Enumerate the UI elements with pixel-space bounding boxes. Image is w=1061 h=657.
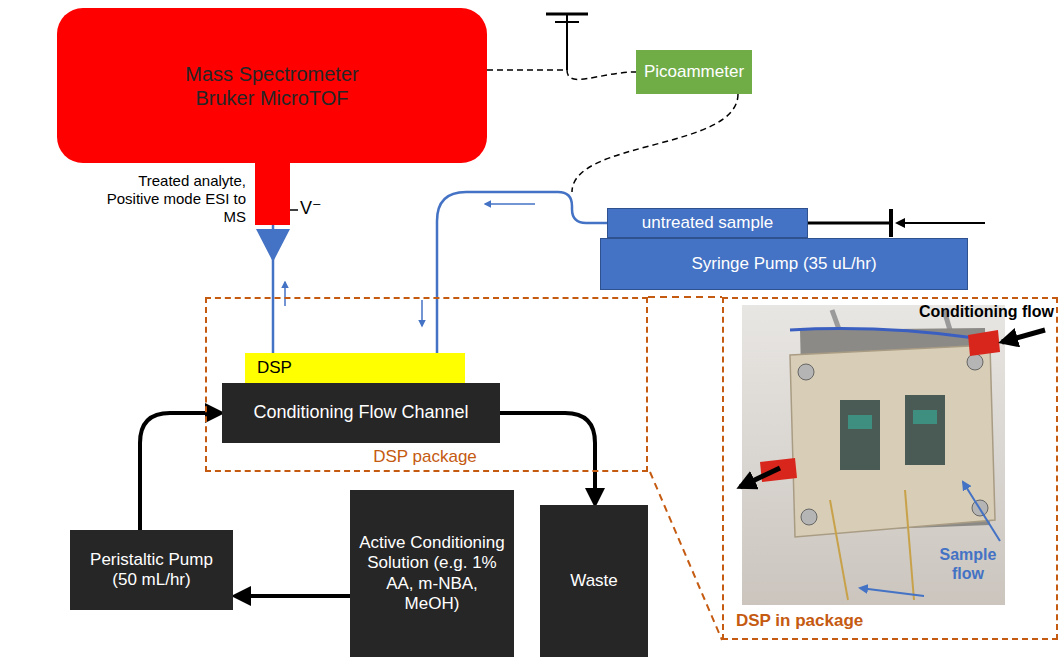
ground-bar [555,21,579,23]
node-label: Peristaltic Pump (50 mL/hr) [76,550,228,591]
waste-box: Waste [540,505,648,657]
node-label: Waste [564,571,624,591]
voltage-lead [290,209,298,211]
chip [848,415,872,429]
flow-arrow [500,413,595,504]
channel-box: Conditioning Flow Channel [222,383,500,443]
ground-bar [546,13,588,16]
screw-head [798,364,814,380]
node-label: Picoammeter [638,62,750,82]
chip-window [840,400,880,470]
flow-label: Sample flow [928,545,1008,583]
meter-box: Picoammeter [636,50,752,94]
screw-head [801,509,817,525]
plunger-head [889,209,893,237]
chip-window [905,395,945,465]
solution-box: Active Conditioning Solution (e.g. 1% AA… [350,490,514,657]
sample-arrow [860,588,924,596]
screw-head [967,354,983,370]
flow-arrow [485,203,535,205]
node-label: untreated sample [636,213,779,233]
node-label: DSP [245,358,304,378]
push-arrow [897,222,985,224]
node-label: Mass Spectrometer Bruker MicroTOF [161,62,383,110]
conditioning-arrow [1002,330,1045,342]
flow-arrow [235,594,350,598]
plunger-rod [808,222,890,225]
flow-arrow [284,282,286,306]
zoom-line [648,296,722,298]
conditioning-arrow [740,468,780,487]
annotation: Treated analyte, Positive mode ESI to MS [96,172,246,226]
node-label: Active Conditioning Solution (e.g. 1% AA… [351,533,513,615]
syringe-barrel: untreated sample [607,208,808,238]
sample-arrow [963,482,1000,541]
pump-box: Syringe Pump (35 uL/hr) [600,238,968,290]
fluid-fitting [968,330,1000,356]
node-label: DSP in package [736,611,936,631]
package-plate [790,345,995,537]
node-label: Syringe Pump (35 uL/hr) [685,254,882,274]
node-label: DSP package [325,447,525,467]
ammeter-lead [572,94,738,192]
flow-arrow [421,300,423,326]
spray-tip [256,229,290,262]
flow-label: Conditioning flow [902,302,1054,321]
sample-tube [437,192,607,353]
sample-capillary [830,500,848,600]
package-region: DSP package DSP Conditioning Flow Channel [205,297,648,472]
chip [913,410,937,424]
voltage-label: V⁻ [300,198,330,220]
esi-nozzle [255,160,290,225]
dsp-bar: DSP [245,353,465,383]
sample-capillary [905,490,914,600]
sample-tube [790,329,975,338]
signal-wire [487,70,636,79]
node-label: Conditioning Flow Channel [247,402,474,424]
inset-region: DSP in package [722,297,1058,640]
pump-box: Peristaltic Pump (50 mL/hr) [70,530,233,610]
instrument-box: Mass Spectrometer Bruker MicroTOF [57,8,487,163]
zoom-line [650,472,722,640]
